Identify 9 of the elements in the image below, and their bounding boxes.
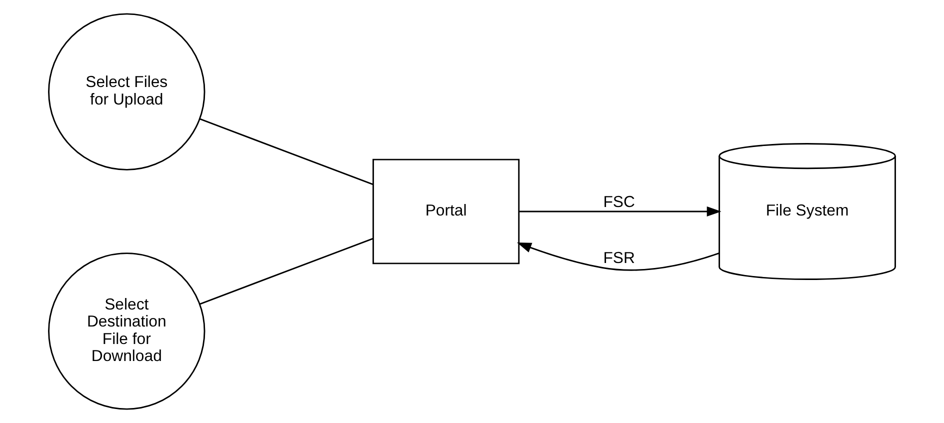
node-circle: Select Destination File for Download <box>48 252 206 410</box>
arrow <box>516 242 720 271</box>
node-box: Portal <box>372 158 520 264</box>
connector <box>200 118 374 186</box>
connector <box>200 238 374 305</box>
edge-label: FSC <box>603 194 635 211</box>
arrow <box>519 206 722 217</box>
node-circle: Select Files for Upload <box>48 13 206 170</box>
edge-label: FSR <box>603 250 635 268</box>
